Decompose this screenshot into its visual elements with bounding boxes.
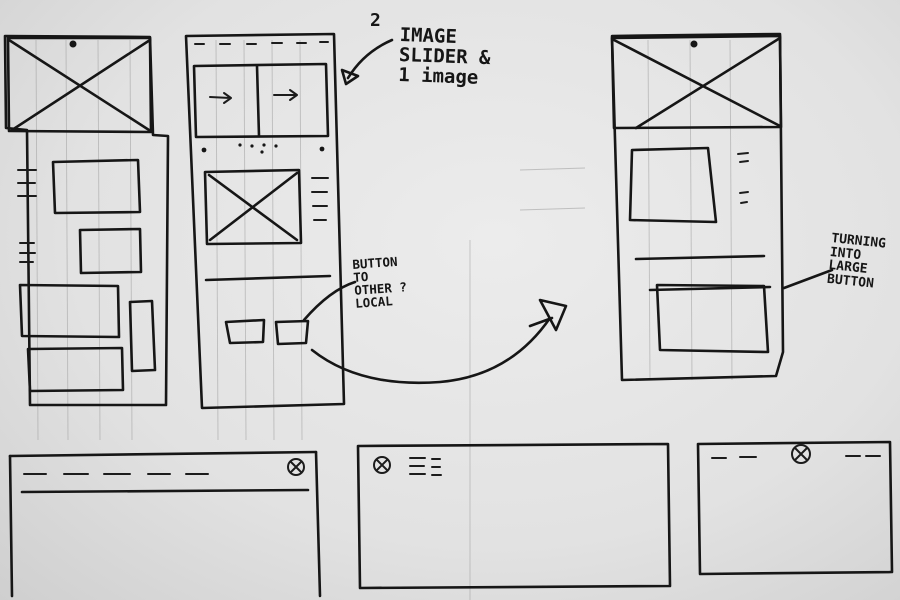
note-button-other-local: BUTTON TO OTHER ? LOCAL (351, 253, 408, 312)
text-lines-2 (311, 177, 329, 221)
mobile-wireframe-2 (184, 32, 346, 410)
mobile-wireframe-1 (3, 34, 170, 407)
desktop-wireframe-2 (356, 442, 672, 590)
annotation-arrows (302, 38, 568, 385)
desktop-wireframe-1 (8, 450, 322, 598)
slider-dots (201, 143, 325, 154)
desktop-wireframe-3 (696, 440, 894, 576)
camera-dot (690, 40, 698, 48)
note-image-slider-count: 2 (370, 10, 381, 31)
note-image-slider: IMAGE SLIDER & 1 image (397, 24, 491, 89)
camera-dot (69, 40, 77, 48)
note-turning-into-large-button: TURNING INTO LARGE BUTTON (826, 231, 887, 292)
guide-lines (35, 39, 733, 600)
text-lines-1a (17, 169, 37, 197)
text-lines-1b (19, 242, 36, 263)
mobile-wireframe-3 (610, 32, 834, 382)
